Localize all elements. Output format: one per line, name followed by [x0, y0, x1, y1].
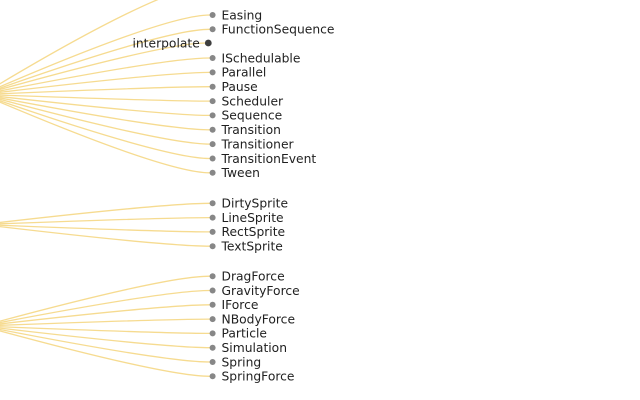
node-label[interactable]: interpolate [132, 36, 199, 50]
node-label[interactable]: DirtySprite [222, 197, 289, 211]
node-dot[interactable] [209, 373, 216, 380]
node-dot[interactable] [209, 83, 216, 90]
link-curve [0, 216, 211, 225]
node-label[interactable]: Easing [222, 8, 263, 22]
node-label[interactable]: Tween [221, 166, 260, 180]
link-curve [0, 318, 211, 326]
node-label[interactable]: Scheduler [222, 94, 285, 108]
node-label[interactable]: ISchedulable [222, 51, 301, 65]
node-label[interactable]: NBodyForce [222, 312, 296, 326]
link-curve [0, 326, 211, 335]
node-label[interactable]: FunctionSequence [222, 23, 335, 37]
link-curve [0, 330, 211, 377]
node-label[interactable]: DragForce [222, 270, 285, 284]
node-label[interactable]: Simulation [222, 341, 288, 355]
node-label[interactable]: TextSprite [221, 240, 283, 254]
link-curve [0, 100, 211, 160]
link-curve [0, 14, 211, 88]
link-curve [0, 275, 211, 322]
node-dot[interactable] [209, 112, 216, 119]
node-dot[interactable] [209, 141, 216, 148]
node-dot[interactable] [204, 39, 212, 47]
node-dot[interactable] [209, 359, 216, 365]
node-label[interactable]: Spring [222, 355, 262, 369]
link-curve [0, 71, 211, 93]
node-label[interactable]: LineSprite [222, 211, 284, 225]
nodes-layer: interpolate EasingFunctionSequenceISchedu… [132, 8, 334, 383]
node-label[interactable]: Particle [222, 327, 267, 341]
node-label[interactable]: TransitionEvent [221, 152, 317, 166]
link-curve [0, 42, 206, 91]
node-dot[interactable] [209, 344, 216, 351]
node-label[interactable]: Sequence [222, 109, 283, 123]
node-label[interactable]: IForce [222, 298, 259, 312]
link-curve [0, 98, 211, 145]
link-curve [0, 101, 211, 174]
node-dot[interactable] [209, 243, 216, 250]
node-dot[interactable] [209, 330, 216, 337]
node-label[interactable]: SpringForce [222, 370, 295, 384]
node-label[interactable]: Transition [221, 123, 281, 137]
node-dot[interactable] [209, 301, 216, 308]
link-curve [0, 86, 211, 95]
link-curve [0, 304, 211, 325]
link-curve [0, 224, 211, 233]
link-curve [0, 94, 211, 102]
link-curve [0, 225, 211, 247]
node-dot[interactable] [209, 228, 216, 235]
link-curve [0, 95, 211, 117]
links-layer [0, 0, 211, 377]
link-curve [0, 97, 211, 131]
node-label[interactable]: RectSprite [222, 225, 286, 239]
link-curve [0, 0, 159, 85]
node-dot[interactable] [209, 98, 216, 105]
node-dot[interactable] [209, 287, 216, 294]
node-dot[interactable] [209, 26, 216, 33]
link-curve [0, 328, 211, 363]
node-label[interactable]: GravityForce [222, 284, 300, 298]
link-curve [0, 202, 211, 224]
node-dot[interactable] [209, 200, 216, 207]
link-curve [0, 28, 211, 89]
node-dot[interactable] [209, 169, 216, 176]
node-dot[interactable] [209, 273, 216, 280]
link-curve [0, 57, 211, 92]
node-dot[interactable] [209, 214, 216, 221]
link-curve [0, 289, 211, 324]
node-dot[interactable] [209, 55, 216, 61]
node-dot[interactable] [209, 126, 216, 133]
node-dot[interactable] [209, 69, 216, 76]
link-curve [0, 327, 211, 349]
node-label[interactable]: Transitioner [221, 137, 295, 151]
node-label[interactable]: Pause [222, 80, 258, 94]
node-dot[interactable] [209, 316, 216, 323]
node-label[interactable]: Parallel [222, 66, 267, 80]
node-dot[interactable] [209, 12, 216, 18]
node-dot[interactable] [209, 155, 216, 162]
